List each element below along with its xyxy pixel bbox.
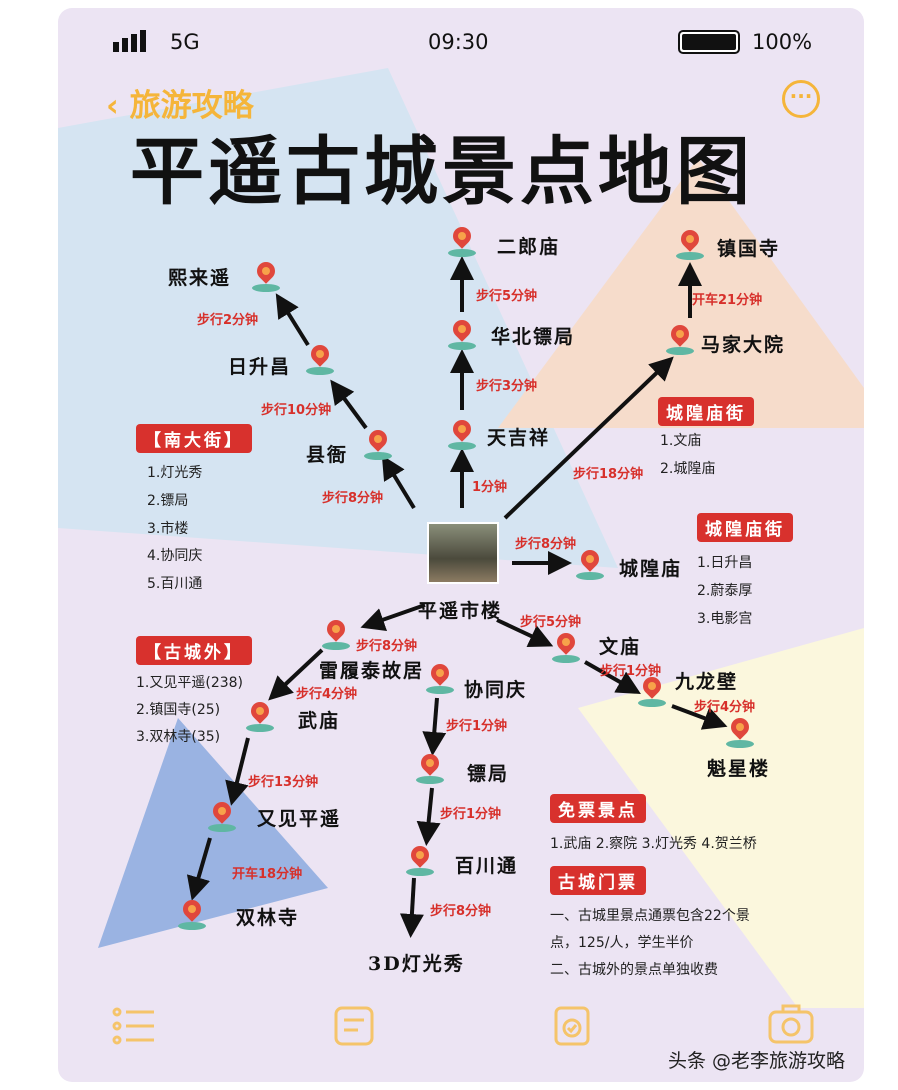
spot-name[interactable]: 城隍庙 [619,558,683,580]
more-icon[interactable]: ··· [782,80,820,118]
network-type: 5G [170,30,200,54]
box-chenghuang-title: 城隍庙街 [697,513,793,542]
location-pin-icon [406,842,434,876]
list-icon[interactable] [112,1006,156,1050]
spot-center: 平遥市楼 [418,600,503,622]
location-pin-icon [448,223,476,257]
spot-name[interactable]: 熙来遥 [168,267,232,289]
spot-name[interactable]: 天吉祥 [487,427,551,449]
route-label: 步行1分钟 [446,719,508,734]
city-tower-photo [427,522,499,584]
spot-name[interactable]: 镇国寺 [717,238,781,260]
list-item: 4.协同庆 [147,548,203,564]
clock: 09:30 [428,30,489,54]
location-pin-icon [416,750,444,784]
route-label: 1分钟 [472,480,508,495]
spot-name[interactable]: 二郎庙 [497,236,561,258]
spot-name[interactable]: 协同庆 [464,679,528,701]
list-item: 3.电影宫 [697,611,753,627]
signal-icon [113,30,155,56]
spot-name[interactable]: 雷履泰故居 [319,660,425,682]
route-label: 步行8分钟 [322,491,384,506]
route-label: 步行4分钟 [296,687,358,702]
location-pin-icon [666,321,694,355]
route-label: 开车21分钟 [692,293,763,308]
clipboard-check-icon[interactable] [554,1004,590,1050]
spot-name[interactable]: 双林寺 [236,907,300,929]
back-label: 旅游攻略 [129,88,254,124]
list-item: 3.双林寺(35) [136,729,221,745]
ticket-line: 二、古城外的景点单独收费 [550,962,718,978]
spot-name[interactable]: 百川通 [455,855,519,877]
location-pin-icon [676,226,704,260]
list-item: 1.灯光秀 [147,465,203,481]
location-pin-icon [576,546,604,580]
list-item: 1.日升昌 [697,555,753,571]
spot-name[interactable]: 九龙壁 [675,671,739,693]
route-label: 步行4分钟 [694,700,756,715]
list-item: 1.文庙 [660,433,702,449]
list-item: 5.百川通 [147,576,203,592]
route-label: 开车18分钟 [232,867,303,882]
location-pin-icon [552,629,580,663]
camera-icon[interactable] [768,1004,814,1048]
watermark: 头条 @老李旅游攻略 [668,1050,846,1072]
route-label: 步行2分钟 [197,313,259,328]
location-pin-icon [726,714,754,748]
route-label: 步行8分钟 [430,904,492,919]
ticket-line: 点，125/人，学生半价 [550,935,694,951]
location-pin-icon [178,896,206,930]
spot-name[interactable]: 又见平遥 [257,808,342,830]
spot-name[interactable]: 魁星楼 [707,758,771,780]
list-item: 3.市楼 [147,521,189,537]
location-pin-icon [638,673,666,707]
box-free-title: 免票景点 [550,794,646,823]
location-pin-icon [208,798,236,832]
spot-name[interactable]: 马家大院 [701,334,786,356]
route-label: 步行1分钟 [600,664,662,679]
spot-name[interactable]: 文庙 [599,636,642,658]
location-pin-icon [364,426,392,460]
route-label: 步行13分钟 [248,775,319,790]
route-label: 步行8分钟 [515,537,577,552]
chevron-left-icon: ‹ [106,88,130,124]
location-pin-icon [306,341,334,375]
notes-icon[interactable] [334,1004,374,1050]
free-spots-text: 1.武庙 2.察院 3.灯光秀 4.贺兰桥 [550,836,757,852]
route-label: 步行5分钟 [476,289,538,304]
location-pin-icon [252,258,280,292]
location-pin-icon [448,316,476,350]
battery-percent: 100% [752,30,813,54]
location-pin-icon [246,698,274,732]
box-tickets-title: 古城门票 [550,866,646,895]
list-item: 2.镇国寺(25) [136,702,221,718]
location-pin-icon [322,616,350,650]
back-button[interactable]: ‹ 旅游攻略 [106,80,254,125]
route-label: 步行5分钟 [520,615,582,630]
page-title: 平遥古城景点地图 [130,129,754,215]
spot-name[interactable]: 日升昌 [228,356,292,378]
route-label: 步行18分钟 [573,467,644,482]
spot-name[interactable]: 3D灯光秀 [368,953,465,975]
spot-name[interactable]: 华北镖局 [491,326,576,348]
ticket-line: 一、古城里景点通票包含22个景 [550,908,750,924]
route-label: 步行10分钟 [261,403,332,418]
route-label: 步行8分钟 [356,639,418,654]
box-nandajie-title: 【南大街】 [136,424,252,453]
location-pin-icon [426,660,454,694]
battery-icon [678,30,740,54]
spot-name[interactable]: 武庙 [298,710,341,732]
route-label: 步行1分钟 [440,807,502,822]
spot-name[interactable]: 县衙 [306,444,349,466]
route-label: 步行3分钟 [476,379,538,394]
box-chenghuang-title: 城隍庙街 [658,397,754,426]
box-outside-title: 【古城外】 [136,636,252,665]
list-item: 2.蔚泰厚 [697,583,753,599]
list-item: 1.又见平遥(238) [136,675,244,691]
list-item: 2.城隍庙 [660,461,716,477]
list-item: 2.镖局 [147,493,189,509]
spot-name[interactable]: 镖局 [467,763,510,785]
location-pin-icon [448,416,476,450]
